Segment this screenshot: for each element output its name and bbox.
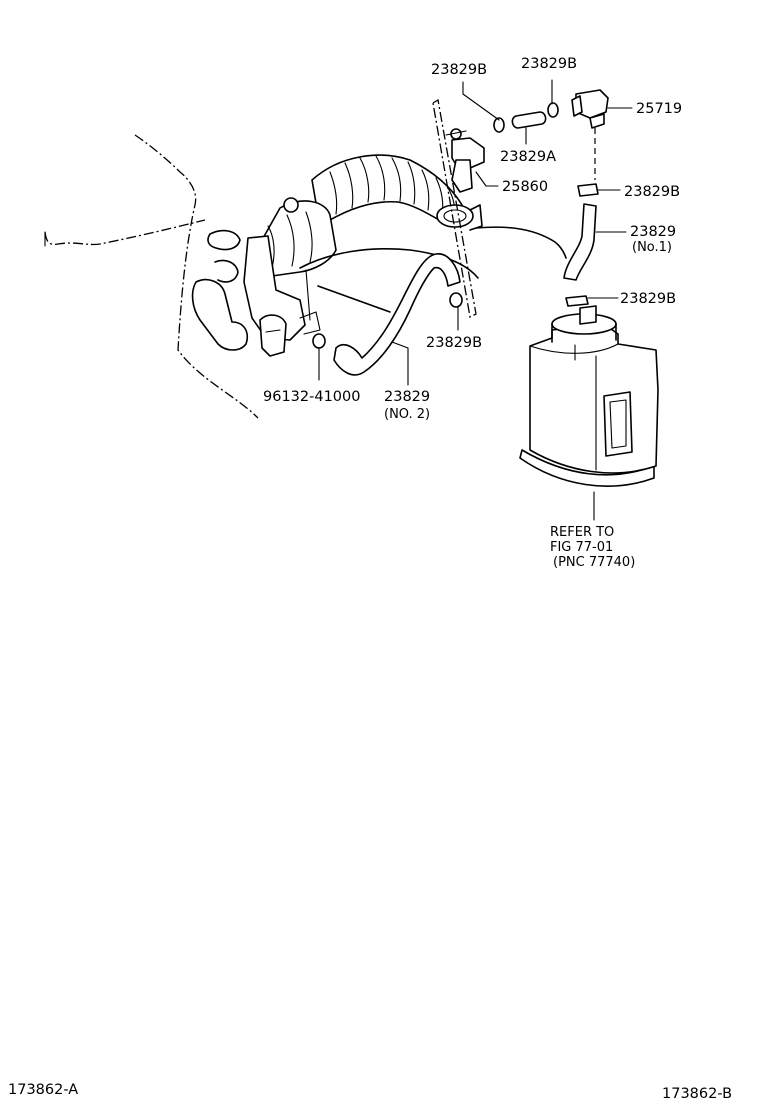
callout-clip-right-upper: 23829B <box>624 184 680 200</box>
vsv-boundary <box>432 98 477 318</box>
charcoal-canister <box>519 305 659 487</box>
callout-hose-no1-sub: (No.1) <box>632 240 672 255</box>
callout-hose-no2-sub: (NO. 2) <box>384 407 430 422</box>
callout-clip-top-left: 23829B <box>431 62 487 78</box>
engine-outline <box>44 134 259 419</box>
vsv-25719 <box>571 89 609 129</box>
note-line-1: REFER TO <box>550 525 614 540</box>
callout-vsv: 25719 <box>636 101 682 117</box>
footer-code-left: 173862-A <box>8 1082 78 1098</box>
intake-assembly <box>191 154 483 357</box>
callout-clip-right-lower: 23829B <box>620 291 676 307</box>
canister-reference-note: REFER TO FIG 77-01 (PNC 77740) <box>550 525 635 570</box>
hose-no1 <box>475 203 597 281</box>
callout-labels: 23829B 23829B 25719 23829A 25860 23829B … <box>263 56 682 422</box>
callout-clip-top-right: 23829B <box>521 56 577 72</box>
callout-hose-a: 23829A <box>500 149 556 165</box>
footer-code-right: 173862-B <box>662 1086 732 1102</box>
clip-shapes <box>312 102 599 349</box>
hose-no2 <box>333 253 461 376</box>
callout-hose-no2-part: 23829 <box>384 389 430 405</box>
leader-lines <box>318 79 633 521</box>
valve-25860 <box>445 128 485 193</box>
callout-clamp: 96132-41000 <box>263 389 361 405</box>
callout-hose-no1-part: 23829 <box>630 224 676 240</box>
note-line-3: (PNC 77740) <box>553 555 635 570</box>
callout-clip-center: 23829B <box>426 335 482 351</box>
hose-23829a <box>511 111 547 129</box>
callout-valve: 25860 <box>502 179 548 195</box>
note-line-2: FIG 77-01 <box>550 540 613 555</box>
